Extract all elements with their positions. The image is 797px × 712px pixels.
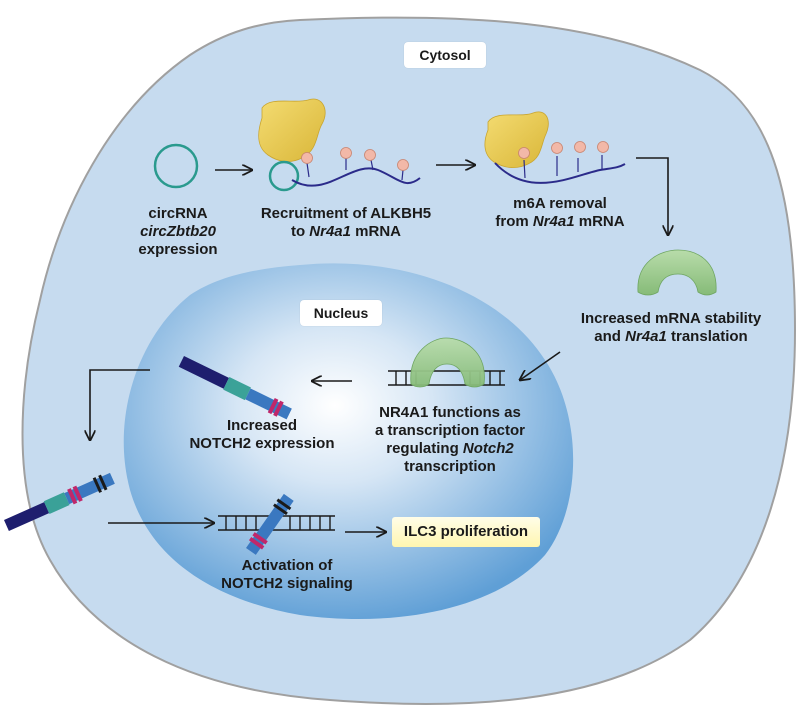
- nucleus-label: Nucleus: [300, 300, 382, 326]
- nr4a1-mrna: [291, 167, 421, 187]
- arrow-removal-to-translation: [636, 157, 668, 235]
- m6a-dot: [551, 142, 563, 154]
- m6a-dot: [518, 147, 530, 159]
- nr4a1-protein: [637, 249, 717, 296]
- notch2-membrane-receptor: [4, 472, 115, 531]
- m6a-dot: [364, 149, 376, 161]
- notch2-expression-label: Increased NOTCH2 expression: [189, 417, 335, 452]
- circrna-bound: [268, 160, 300, 192]
- circrna-expression-label: circRNA circZbtb20 expression: [138, 205, 218, 258]
- m6a-modifications: [306, 158, 404, 181]
- arrow-expression-to-membrane: [90, 369, 150, 440]
- nr4a1-protein-bound: [410, 337, 485, 388]
- ilc3-proliferation-box: ILC3 proliferation: [392, 517, 540, 547]
- nr4a1-mrna: [494, 162, 626, 184]
- cytosol-label: Cytosol: [404, 42, 486, 68]
- arrow-translation-to-nucleus: [520, 351, 561, 380]
- notch2-signaling-label: Activation of NOTCH2 signaling: [221, 557, 353, 592]
- transcription-factor-label: NR4A1 functions as a transcription facto…: [374, 404, 526, 475]
- m6a-dot: [301, 152, 313, 164]
- m6a-dot: [574, 141, 586, 153]
- circrna: [153, 143, 199, 189]
- notch2-intracellular-domain: [246, 493, 294, 555]
- recruitment-label: Recruitment of ALKBH5 to Nr4a1 mRNA: [260, 205, 432, 240]
- m6a-dot: [597, 141, 609, 153]
- m6a-dot: [397, 159, 409, 171]
- m6a-removal-label: m6A removal from Nr4a1 mRNA: [495, 195, 625, 230]
- notch2-receptor: [178, 356, 292, 420]
- m6a-dot: [340, 147, 352, 159]
- translation-label: Increased mRNA stability and Nr4a1 trans…: [580, 310, 762, 345]
- alkbh5-protein: [258, 98, 326, 162]
- alkbh5-protein: [484, 111, 549, 168]
